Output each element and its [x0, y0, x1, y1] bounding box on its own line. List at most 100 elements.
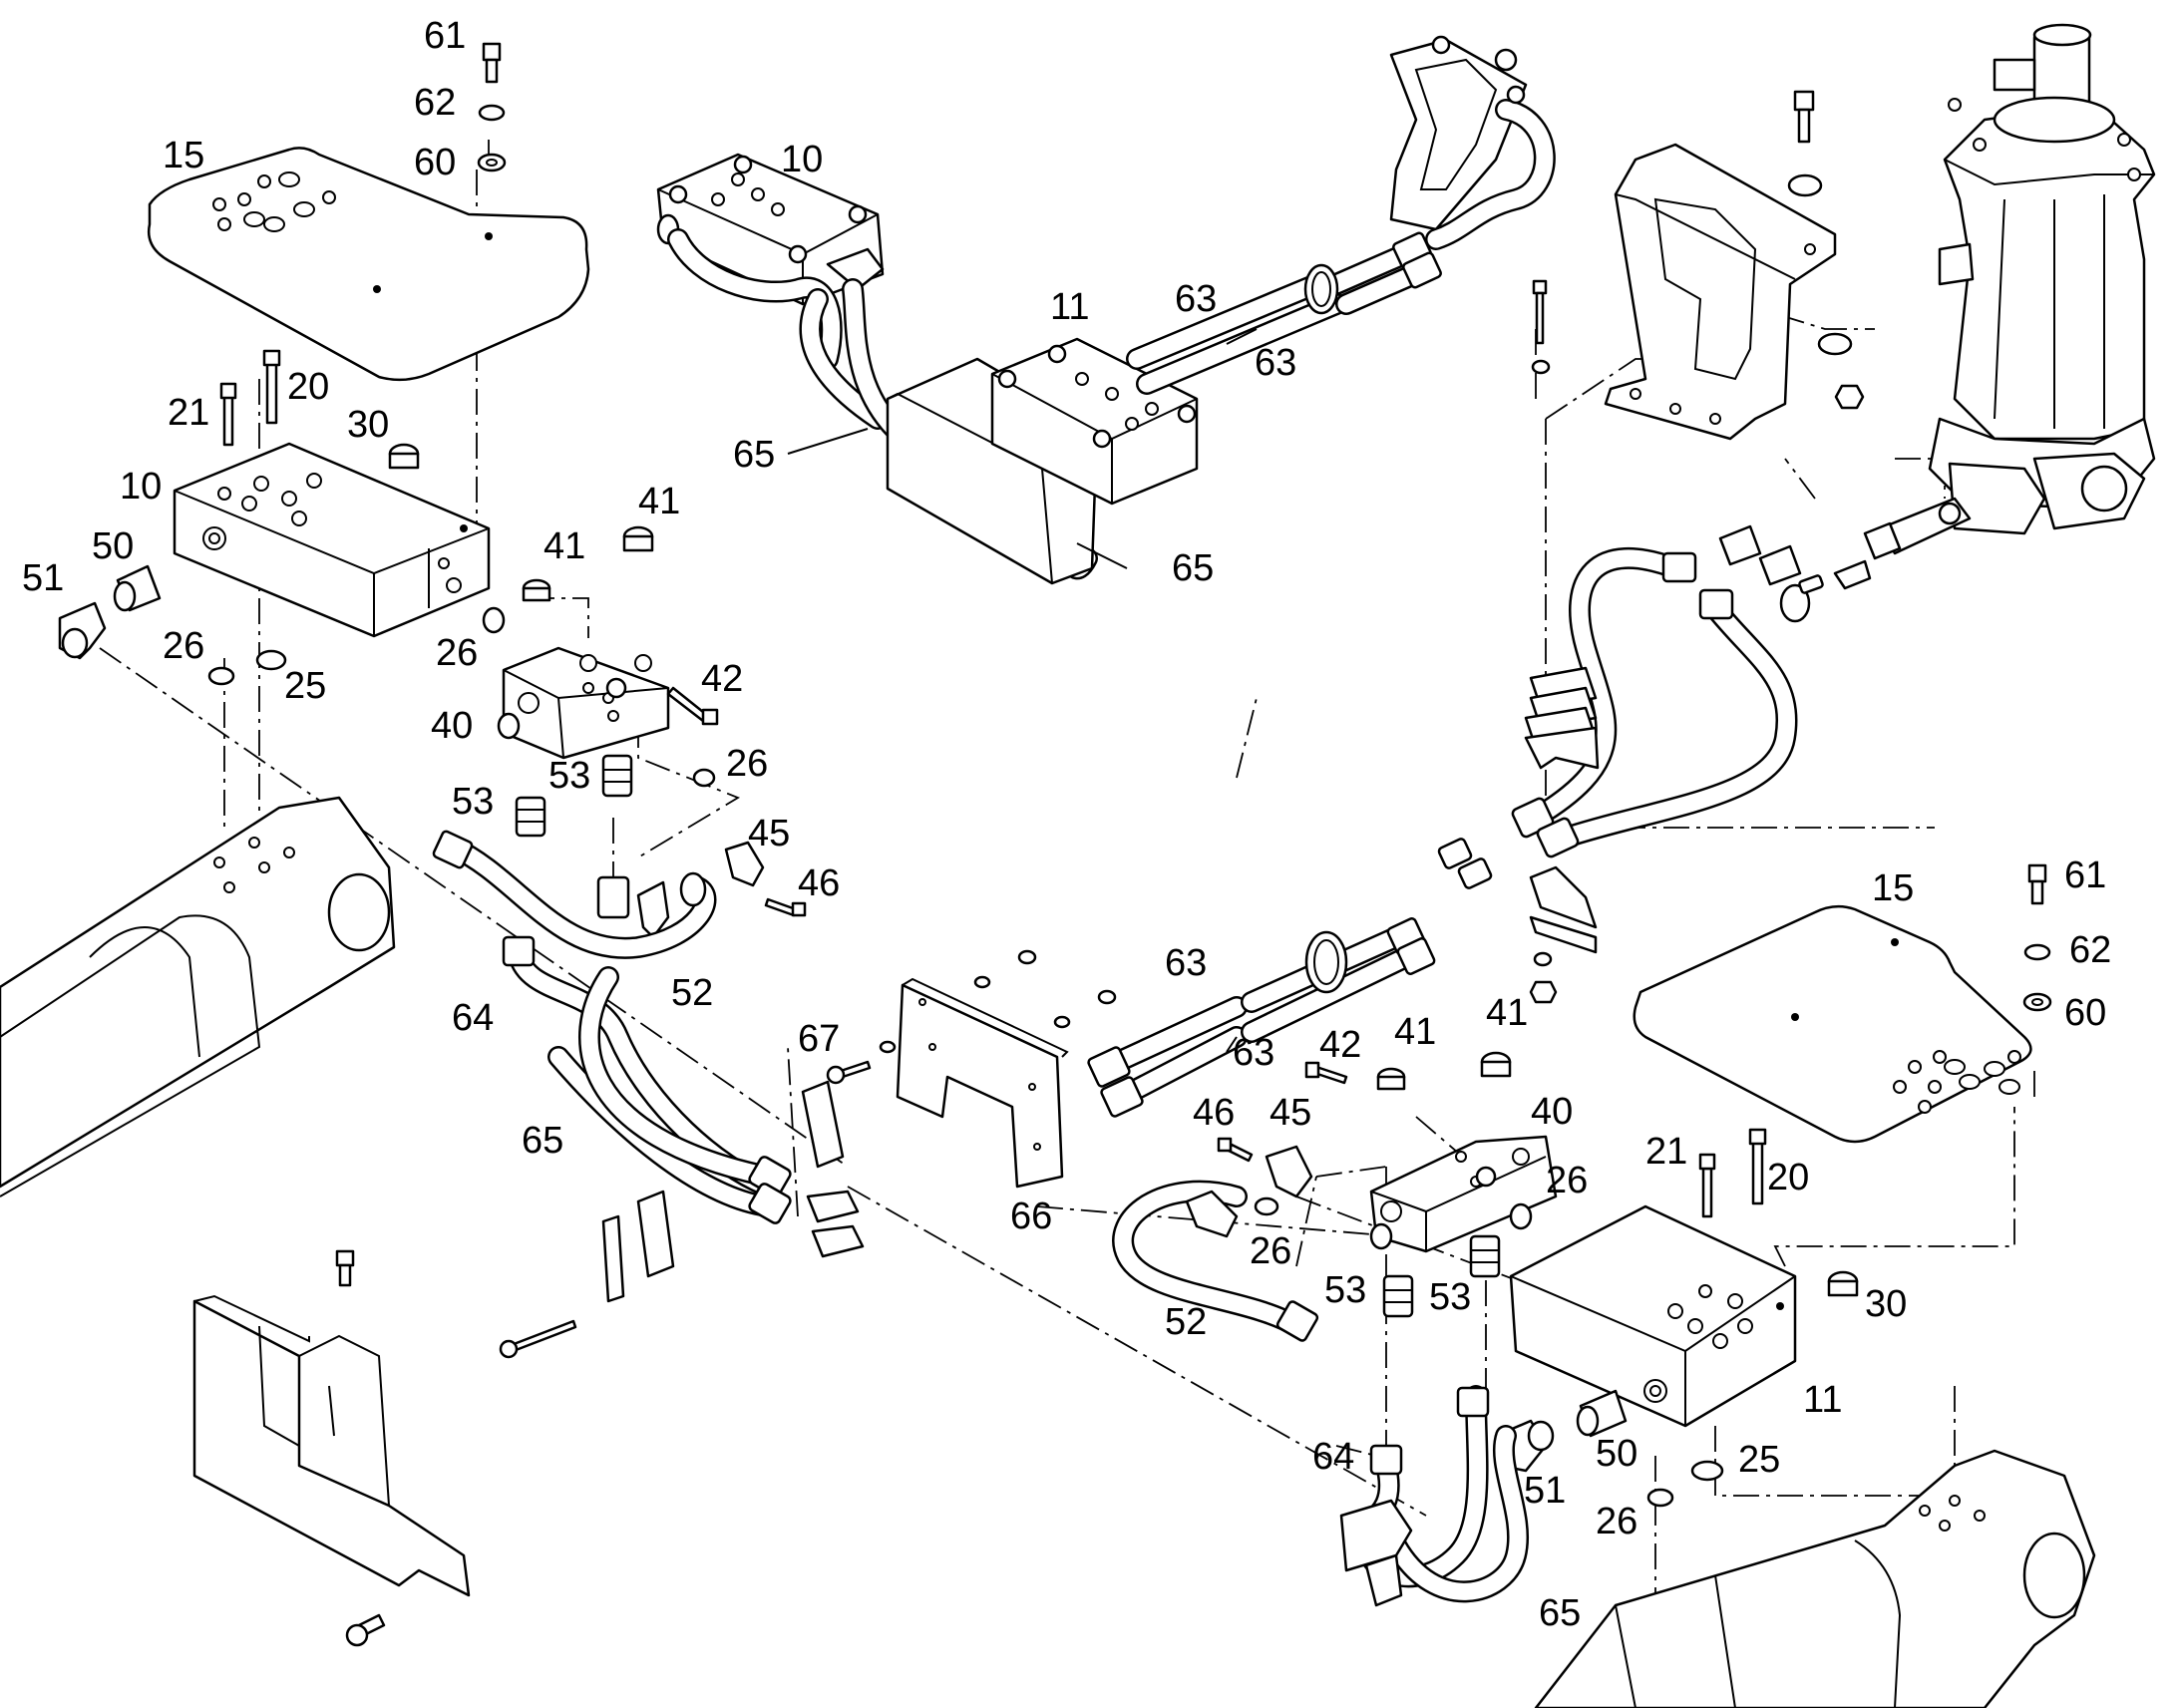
- cover-plate-right: [1633, 904, 2032, 1144]
- washer-right-a: [1787, 173, 1823, 197]
- screw-46-left: [764, 897, 807, 917]
- callout-52: 52: [1165, 1301, 1207, 1343]
- plug-30-left: [388, 443, 420, 470]
- washer-62-left: [478, 104, 506, 122]
- callout-40: 40: [431, 705, 473, 747]
- screw-42-left: [666, 686, 719, 726]
- callout-53: 53: [548, 755, 590, 797]
- callout-25: 25: [284, 665, 326, 707]
- valve-cartridge-right: [1863, 497, 1972, 560]
- valve-block-40-left: [497, 646, 670, 760]
- tee-fittings-left: [806, 1190, 865, 1258]
- plug-41-right-a: [1376, 1067, 1406, 1091]
- callout-26: 26: [163, 625, 204, 667]
- callout-41: 41: [544, 525, 585, 567]
- hoses-64-65-left: [502, 875, 792, 1224]
- screw-20-right: [1748, 1128, 1767, 1205]
- callout-64: 64: [1312, 1436, 1354, 1478]
- callout-65: 65: [733, 434, 775, 476]
- hose-52-left: [432, 830, 717, 959]
- callout-41: 41: [1394, 1011, 1436, 1053]
- callout-65: 65: [522, 1120, 563, 1162]
- hoses-63-lower: [1087, 917, 1436, 1118]
- bolt-long-lower-left: [499, 1319, 577, 1359]
- screw-46-right: [1217, 1137, 1254, 1163]
- callout-60: 60: [2064, 992, 2106, 1034]
- oring-26-right-a: [1254, 1196, 1279, 1216]
- bolt-top-guard: [335, 1249, 355, 1287]
- hoses-64-65-right: [1339, 1385, 1530, 1607]
- callout-60: 60: [414, 142, 456, 183]
- bolt-61-left: [482, 42, 502, 84]
- callout-11: 11: [1050, 286, 1089, 328]
- oring-26-left-b: [482, 606, 506, 634]
- callout-46: 46: [1193, 1092, 1235, 1134]
- callout-53: 53: [1324, 1269, 1366, 1311]
- clamp-45-left: [724, 841, 765, 887]
- union-50-left: [113, 564, 162, 612]
- plate-small-left: [601, 1214, 625, 1303]
- callout-15: 15: [1872, 867, 1914, 909]
- screw-67: [826, 1060, 872, 1085]
- callout-52: 52: [671, 972, 713, 1014]
- oring-25-left: [255, 649, 287, 671]
- callout-46: 46: [798, 862, 840, 904]
- adapter-53-left-b: [601, 754, 633, 798]
- callout-26: 26: [1250, 1230, 1291, 1272]
- callout-53: 53: [1429, 1276, 1471, 1318]
- callout-20: 20: [1767, 1157, 1809, 1198]
- callout-26: 26: [1546, 1160, 1588, 1201]
- nut-right-a: [1834, 384, 1865, 410]
- clamp-block-left: [636, 1190, 675, 1278]
- valve-block-40-right: [1369, 1135, 1558, 1253]
- washer-60-left: [477, 153, 507, 172]
- callout-26: 26: [1596, 1501, 1637, 1542]
- screw-42-right: [1304, 1061, 1348, 1085]
- bolt-right-b: [1532, 279, 1548, 345]
- bolt-61-right: [2027, 863, 2047, 905]
- callout-65: 65: [1172, 547, 1214, 589]
- adapter-53-right-a: [1382, 1274, 1414, 1318]
- screw-21-left: [219, 382, 237, 447]
- clamp-stack-right: [1524, 666, 1600, 1004]
- callout-63: 63: [1255, 342, 1296, 384]
- callout-20: 20: [287, 366, 329, 408]
- oring-26-left-c: [692, 768, 716, 788]
- leader-lines: [787, 328, 1258, 1053]
- adapter-53-left-a: [515, 796, 546, 838]
- plug-30-right: [1827, 1270, 1859, 1297]
- callout-63: 63: [1233, 1032, 1274, 1074]
- cylinder-left: [0, 796, 396, 1197]
- oring-25-right: [1690, 1460, 1724, 1482]
- callout-62: 62: [2069, 929, 2111, 971]
- callout-51: 51: [22, 557, 64, 599]
- plug-41-left-b: [622, 525, 654, 552]
- callout-10: 10: [781, 139, 823, 180]
- cover-plate-left: [147, 147, 590, 382]
- bolt-right-a: [1793, 90, 1815, 144]
- washer-right-c: [1531, 359, 1551, 375]
- callout-61: 61: [2064, 854, 2106, 896]
- washer-right-b: [1817, 332, 1853, 356]
- callout-15: 15: [163, 135, 204, 176]
- oring-26-right-b: [1509, 1202, 1533, 1230]
- callout-42: 42: [701, 658, 743, 700]
- callout-51: 51: [1524, 1470, 1566, 1512]
- callout-30: 30: [1865, 1283, 1907, 1325]
- callout-41: 41: [1486, 992, 1528, 1034]
- callout-61: 61: [424, 15, 466, 57]
- valve-block-10-top: [656, 153, 885, 306]
- callout-50: 50: [92, 525, 134, 567]
- callout-25: 25: [1738, 1439, 1780, 1481]
- callout-65: 65: [1539, 1592, 1581, 1634]
- screw-20-left: [262, 349, 281, 425]
- callout-30: 30: [347, 404, 389, 446]
- bracket-66: [896, 977, 1069, 1189]
- washer-62-right: [2023, 943, 2051, 961]
- callout-21: 21: [1645, 1131, 1687, 1173]
- hoses-63-upper: [1126, 231, 1442, 395]
- callout-63: 63: [1165, 942, 1207, 984]
- callout-67: 67: [798, 1018, 840, 1060]
- clamp-67-block: [801, 1080, 845, 1169]
